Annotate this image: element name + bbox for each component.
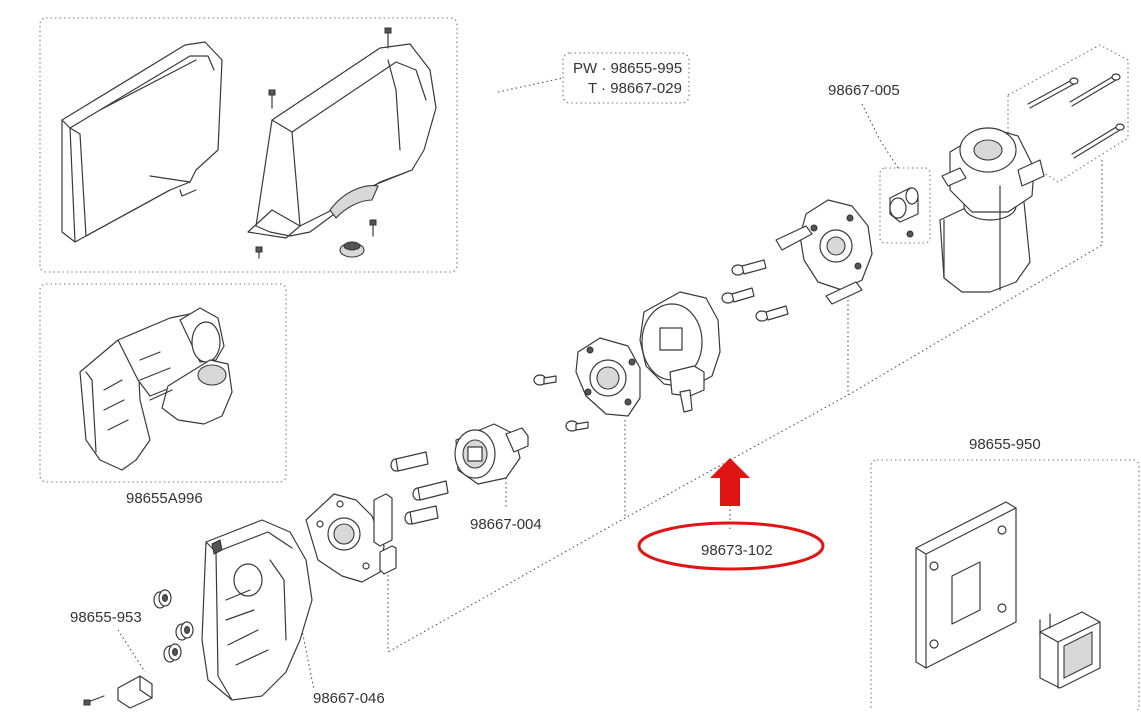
right-cover-shell — [247, 43, 437, 239]
microswitch — [83, 675, 153, 709]
label-98655-950: 98655-950 — [969, 436, 1041, 453]
left-cover-panel — [61, 41, 223, 243]
motor-bracket — [775, 199, 873, 305]
cover-grommet — [339, 241, 365, 258]
assembly-group-box — [39, 283, 287, 483]
motor-bolts — [1027, 73, 1125, 159]
flange-ring — [575, 337, 641, 417]
bearings-group — [83, 589, 194, 709]
label-98667-005: 98667-005 — [828, 82, 900, 99]
gear-housing — [201, 519, 313, 701]
mounting-plate — [305, 493, 397, 583]
up-arrow-icon — [710, 458, 750, 506]
electric-motor — [939, 127, 1045, 293]
rocker-switch — [1039, 611, 1101, 689]
coupling-98667-004 — [454, 423, 529, 485]
cover-screws — [255, 27, 392, 259]
gear-cylinder — [639, 291, 721, 413]
assembled-actuator — [79, 307, 233, 471]
bushing-98667-005 — [889, 187, 919, 238]
bracket-screws — [721, 259, 789, 322]
label-98667-046: 98667-046 — [313, 690, 385, 707]
label-98655-953: 98655-953 — [70, 609, 142, 626]
ellipse-highlight — [637, 521, 825, 571]
label-t: T · 98667-029 — [588, 80, 682, 97]
label-98673-102: 98673-102 — [701, 542, 773, 559]
switch-plate — [915, 501, 1017, 669]
leader-lines — [117, 77, 1103, 691]
pw-t-label-box — [562, 52, 690, 104]
flange-screws — [533, 374, 589, 432]
label-pw: PW · 98655-995 — [573, 60, 683, 77]
label-98655A996: 98655A996 — [126, 490, 203, 507]
cover-group-box — [39, 17, 458, 273]
pins — [390, 451, 449, 525]
bushing-group-box — [879, 167, 931, 244]
label-98667-004: 98667-004 — [470, 516, 542, 533]
